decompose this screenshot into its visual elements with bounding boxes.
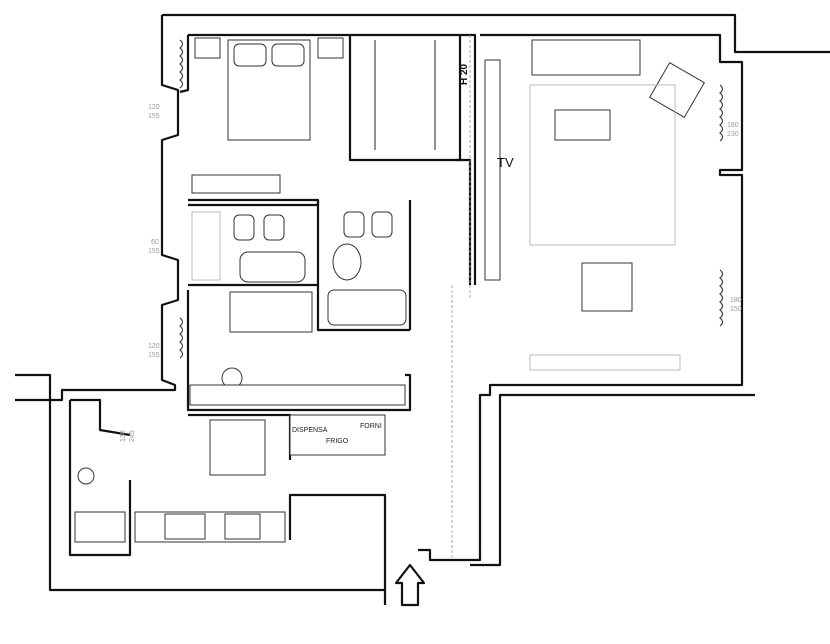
bathtub (327, 289, 407, 326)
bidet (371, 211, 393, 238)
bathroom-1 (191, 211, 306, 283)
pantry-cabinet (289, 414, 386, 456)
sideboard (529, 354, 681, 371)
dimension-label: 150 (730, 306, 742, 313)
dimension-label: 130 (120, 430, 127, 442)
entrance-arrow-icon (394, 563, 426, 607)
desk-shelf (189, 384, 406, 406)
dimension-label: 120 (148, 343, 160, 350)
fridge-label: FRIGO (326, 438, 349, 445)
dining-table (581, 262, 633, 312)
pantry-label: DISPENSA (292, 427, 328, 434)
nightstand (194, 37, 221, 59)
wardrobe-height-label: H 20 (459, 63, 470, 85)
bedroom (179, 37, 344, 194)
study (179, 291, 406, 406)
toilet (343, 211, 365, 238)
dimension-label: 180 (727, 122, 739, 129)
sink (239, 251, 306, 283)
dimension-label: 230 (727, 131, 739, 138)
boiler (77, 467, 95, 485)
dimension-label: 245 (129, 430, 136, 442)
nightstand (317, 37, 344, 59)
bathroom-2 (327, 211, 407, 326)
pillow (233, 43, 267, 67)
curtain (179, 317, 184, 359)
bidet (263, 214, 285, 241)
tv-cabinet (484, 59, 501, 281)
sofa (229, 291, 313, 333)
kitchen: DISPENSA FRIGO FORNI (74, 414, 386, 543)
toilet (233, 214, 255, 241)
coffee-table (554, 109, 611, 141)
dimension-label: 155 (148, 352, 160, 359)
tv-label: TV (497, 155, 514, 170)
dimension-label: 155 (148, 248, 160, 255)
walk-in-wardrobe: H 20 (374, 40, 470, 150)
sink (164, 513, 206, 540)
dining-table (209, 419, 266, 476)
utility-sink (74, 511, 126, 543)
exterior-walls (15, 13, 830, 605)
dimension-label: 120 (148, 104, 160, 111)
ovens-label: FORNI (360, 423, 382, 430)
curtain (719, 84, 724, 142)
counter (134, 511, 286, 543)
armchair (648, 61, 706, 119)
shower (191, 211, 221, 281)
pillow (271, 43, 305, 67)
living-room: TV (484, 39, 724, 371)
dimension-label: 60 (151, 239, 159, 246)
cooktop (224, 513, 261, 540)
rug (529, 84, 676, 246)
desk (191, 174, 281, 194)
sink (332, 243, 362, 281)
window-dimensions: 120 155 60 155 120 155 180 230 180 150 1… (120, 104, 742, 442)
dimension-label: 180 (730, 297, 742, 304)
curtain (179, 39, 184, 89)
dimension-label: 155 (148, 113, 160, 120)
curtain (719, 269, 724, 327)
interior-walls (70, 35, 472, 560)
sofa (531, 39, 641, 76)
